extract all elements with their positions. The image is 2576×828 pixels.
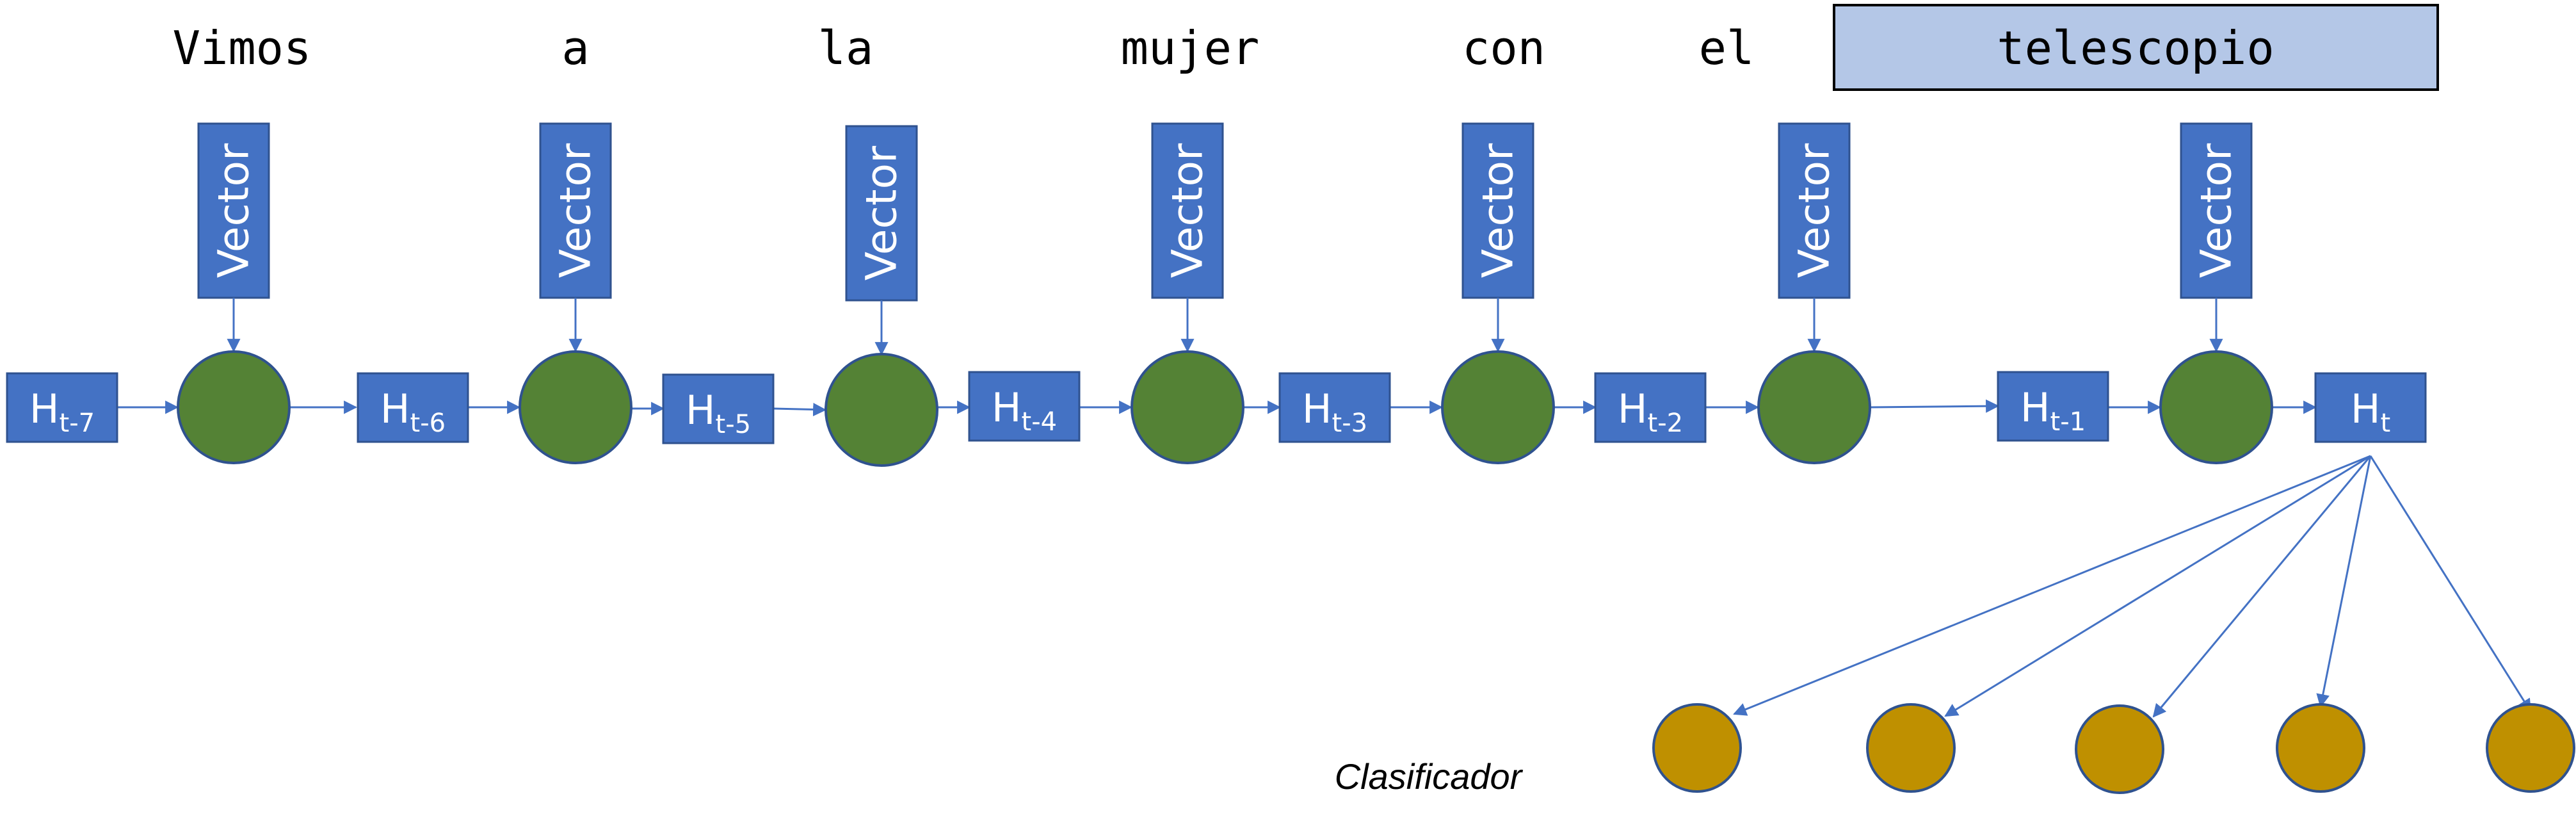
- word-5: el: [1699, 21, 1755, 75]
- vector-box-0: [197, 122, 270, 299]
- word-4: con: [1462, 21, 1545, 75]
- hidden-state-box-2: [662, 373, 775, 444]
- classifier-arrow-2: [2152, 455, 2372, 718]
- rnn-cell-5: [1757, 350, 1871, 464]
- classifier-arrow-1: [1944, 455, 2371, 717]
- hidden-state-box-6: [1997, 371, 2109, 442]
- hidden-state-label-5: Ht-2: [1618, 386, 1683, 438]
- vector-to-node-arrows: [227, 298, 2223, 356]
- rnn-cell-nodes: [177, 350, 2273, 467]
- rnn-cell-3: [1131, 350, 1244, 464]
- rnn-cell-0: [177, 350, 291, 464]
- word-3: mujer: [1121, 21, 1260, 75]
- highlighted-word-box: [1833, 4, 2439, 91]
- hidden-state-box-7: [2314, 372, 2427, 443]
- rnn-cell-4: [1441, 350, 1555, 464]
- rnn-cell-1: [519, 350, 632, 464]
- hidden-state-label-6: Ht-1: [2020, 384, 2086, 437]
- word-6: telescopio: [1997, 21, 2274, 75]
- vector-label-6: Vector: [2192, 143, 2241, 278]
- hidden-state-boxes: Ht-7 Ht-6 Ht-5 Ht-4 Ht-3 Ht-2 Ht-1 Ht: [6, 371, 2427, 444]
- chain-arrow-11: [1870, 399, 2000, 413]
- vector-box-1: [539, 122, 612, 299]
- chain-arrow-4: [773, 403, 827, 417]
- vector-label-1: Vector: [551, 143, 600, 278]
- vector-label-5: Vector: [1790, 143, 1839, 278]
- vector-box-5: [1778, 122, 1851, 299]
- word-1: a: [561, 21, 589, 75]
- hidden-state-label-4: Ht-3: [1302, 386, 1367, 438]
- classifier-arrow-4: [2369, 455, 2532, 713]
- classifier-label: Clasificador: [1335, 756, 1524, 797]
- vector-box-3: [1151, 122, 1224, 299]
- vector-label-3: Vector: [1163, 143, 1212, 278]
- classifier-output-0: [1652, 703, 1742, 793]
- classifier-output-4: [2486, 703, 2575, 793]
- hidden-state-label-7: Ht: [2351, 386, 2390, 438]
- embedding-vectors: Vector Vector Vector Vector Vector Vecto…: [197, 122, 2253, 302]
- rnn-cell-6: [2159, 350, 2273, 464]
- hidden-state-label-2: Ht-5: [686, 387, 751, 439]
- recurrent-chain-arrows: [117, 399, 2317, 417]
- classifier-output-nodes: [1652, 703, 2575, 794]
- classifier-output-1: [1866, 703, 1956, 793]
- vector-label-4: Vector: [1474, 143, 1523, 278]
- classifier-arrow-3: [2316, 455, 2372, 708]
- vector-box-2: [845, 125, 918, 302]
- classifier-output-3: [2276, 703, 2365, 793]
- rnn-cell-2: [825, 353, 938, 467]
- vector-label-2: Vector: [857, 145, 906, 280]
- hidden-state-label-0: Ht-7: [29, 386, 95, 438]
- hidden-state-box-1: [357, 372, 469, 443]
- vector-label-0: Vector: [209, 143, 259, 278]
- word-2: la: [818, 21, 874, 75]
- hidden-state-box-3: [968, 371, 1081, 442]
- hidden-state-label-1: Ht-6: [380, 386, 446, 438]
- sentence-words: Vimos a la mujer con el telescopio: [173, 21, 2274, 75]
- hidden-state-label-3: Ht-4: [992, 384, 1057, 437]
- hidden-state-box-5: [1594, 372, 1707, 443]
- vector-box-6: [2180, 122, 2253, 299]
- classifier-output-2: [2075, 704, 2164, 794]
- hidden-state-box-4: [1278, 372, 1391, 443]
- word-0: Vimos: [173, 21, 312, 75]
- classifier-arrow-0: [1733, 455, 2371, 716]
- classifier-arrows: [1733, 455, 2532, 718]
- hidden-state-box-0: [6, 372, 118, 443]
